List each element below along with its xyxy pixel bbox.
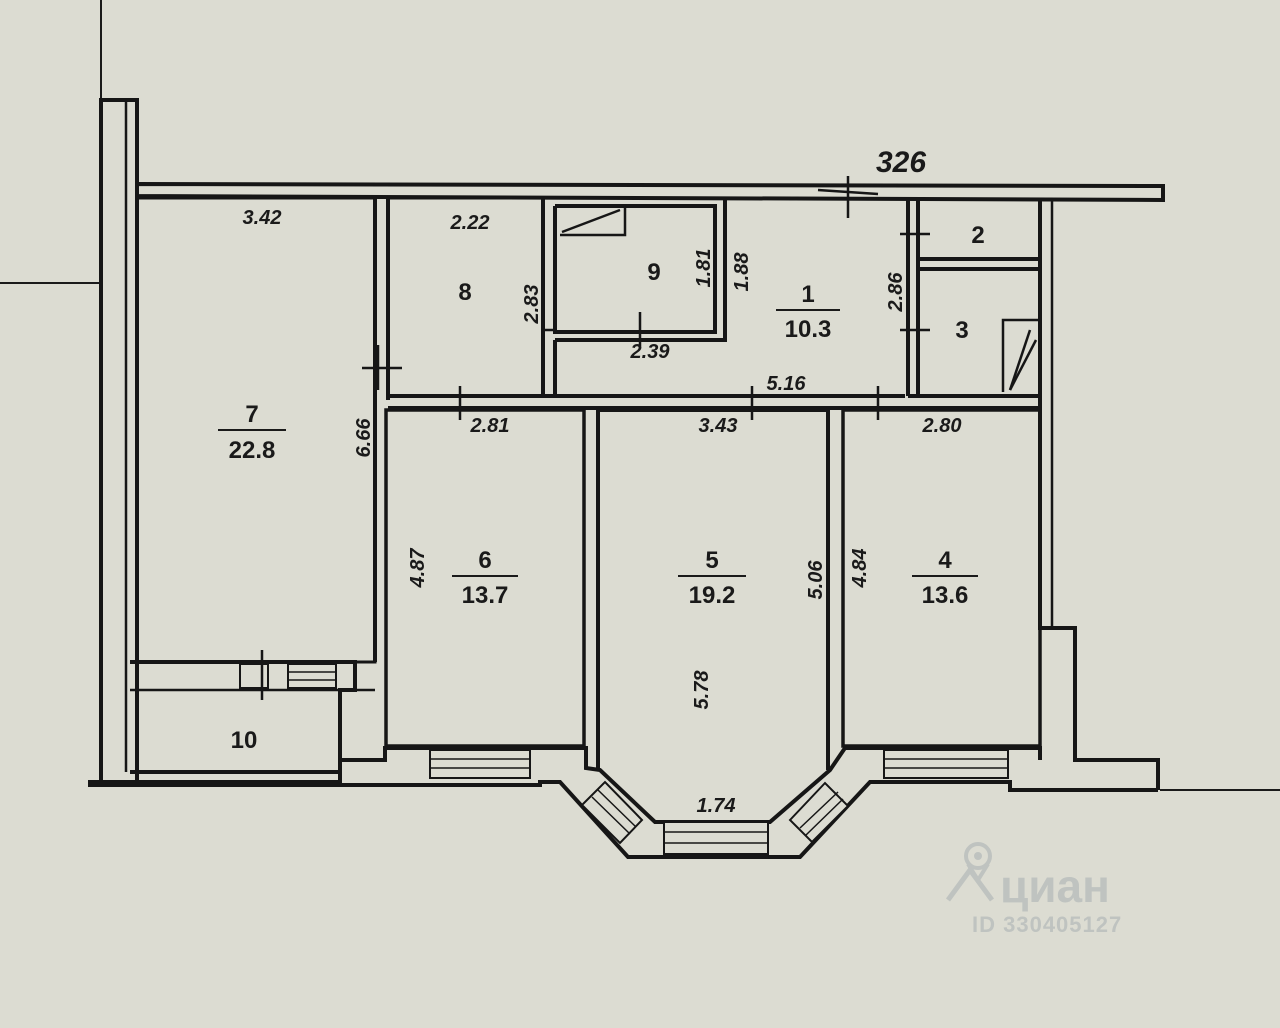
room-number: 6 [478,547,491,574]
bath-fixture-icon [560,208,627,237]
dim-room5-bay: 1.74 [697,795,736,817]
room-label-8: 8 [458,279,471,306]
room-5-outline-right [598,408,830,770]
cian-watermark: циан ID 330405127 [945,842,1122,937]
dim-room5-height-right: 5.06 [805,560,827,600]
dim-room6-height: 4.87 [407,548,429,589]
dim-room4-height: 4.84 [849,549,871,589]
dim-room4-width: 2.80 [922,415,962,437]
room-area: 13.6 [922,582,969,609]
exterior-wall-bottom-outer [88,780,1158,859]
dim-room5-width: 3.43 [699,415,738,437]
dim-room8-width: 2.22 [450,212,490,234]
room-label-3: 3 [955,317,968,344]
room-area: 22.8 [229,437,276,464]
dim-room5-height: 5.78 [691,670,713,710]
watermark-brand: циан [1000,860,1110,912]
room-number: 7 [245,401,258,428]
room-label-10: 10 [231,727,258,754]
exterior-wall-right [1038,200,1160,790]
room-label-2: 2 [971,222,984,249]
room-number: 8 [458,279,471,306]
window [788,781,850,844]
room-10-outline [130,660,357,774]
roof-icon [945,865,995,902]
room-area: 13.7 [462,582,509,609]
toilet-fixture-icon [1008,339,1038,391]
room-area: 10.3 [785,316,832,343]
dim-room7-width: 3.42 [243,207,282,229]
room-6-outline [384,408,586,748]
dim-room9-width: 2.39 [630,341,671,363]
room-9-outline [553,204,717,334]
exterior-wall-top [135,181,1165,203]
room-area: 19.2 [689,582,736,609]
window [287,663,337,689]
dim-room9-height: 1.81 [693,249,715,288]
room-number: 1 [801,281,814,308]
room-number: 2 [971,222,984,249]
dim-room8-height: 2.83 [521,285,543,325]
building-number: 326 [876,146,926,179]
toilet-fixture-icon [1001,318,1038,392]
room-9-outer-wall [555,200,727,342]
exterior-wall-bottom [88,746,1042,824]
window [580,780,644,845]
window [663,821,769,855]
room-label-7: 7 22.8 [218,401,286,464]
watermark-listing-id: ID 330405127 [972,912,1122,937]
window [239,663,269,689]
window [883,749,1009,779]
room-number: 4 [938,547,952,574]
dim-corridor-length: 5.16 [767,373,807,395]
room-number: 10 [231,727,258,754]
room-4-outline [841,408,1042,748]
room-number: 9 [647,259,660,286]
room-number: 3 [955,317,968,344]
dim-room6-width: 2.81 [470,415,510,437]
window [429,749,531,779]
bath-fixture-icon [561,208,621,234]
room-label-6: 6 13.7 [452,547,518,609]
toilet-fixture-icon [1008,329,1032,391]
room-label-9: 9 [647,259,660,286]
dim-room2-3-height: 2.86 [885,272,907,313]
room-number: 5 [705,547,718,574]
door-marks [260,176,930,700]
room-label-5: 5 19.2 [678,547,746,609]
room-label-1: 1 10.3 [776,281,840,343]
room-label-4: 4 13.6 [912,547,978,609]
dim-room7-height: 6.66 [353,418,375,458]
dim-room1-height: 1.88 [731,252,753,292]
exterior-wall-left [99,98,139,784]
